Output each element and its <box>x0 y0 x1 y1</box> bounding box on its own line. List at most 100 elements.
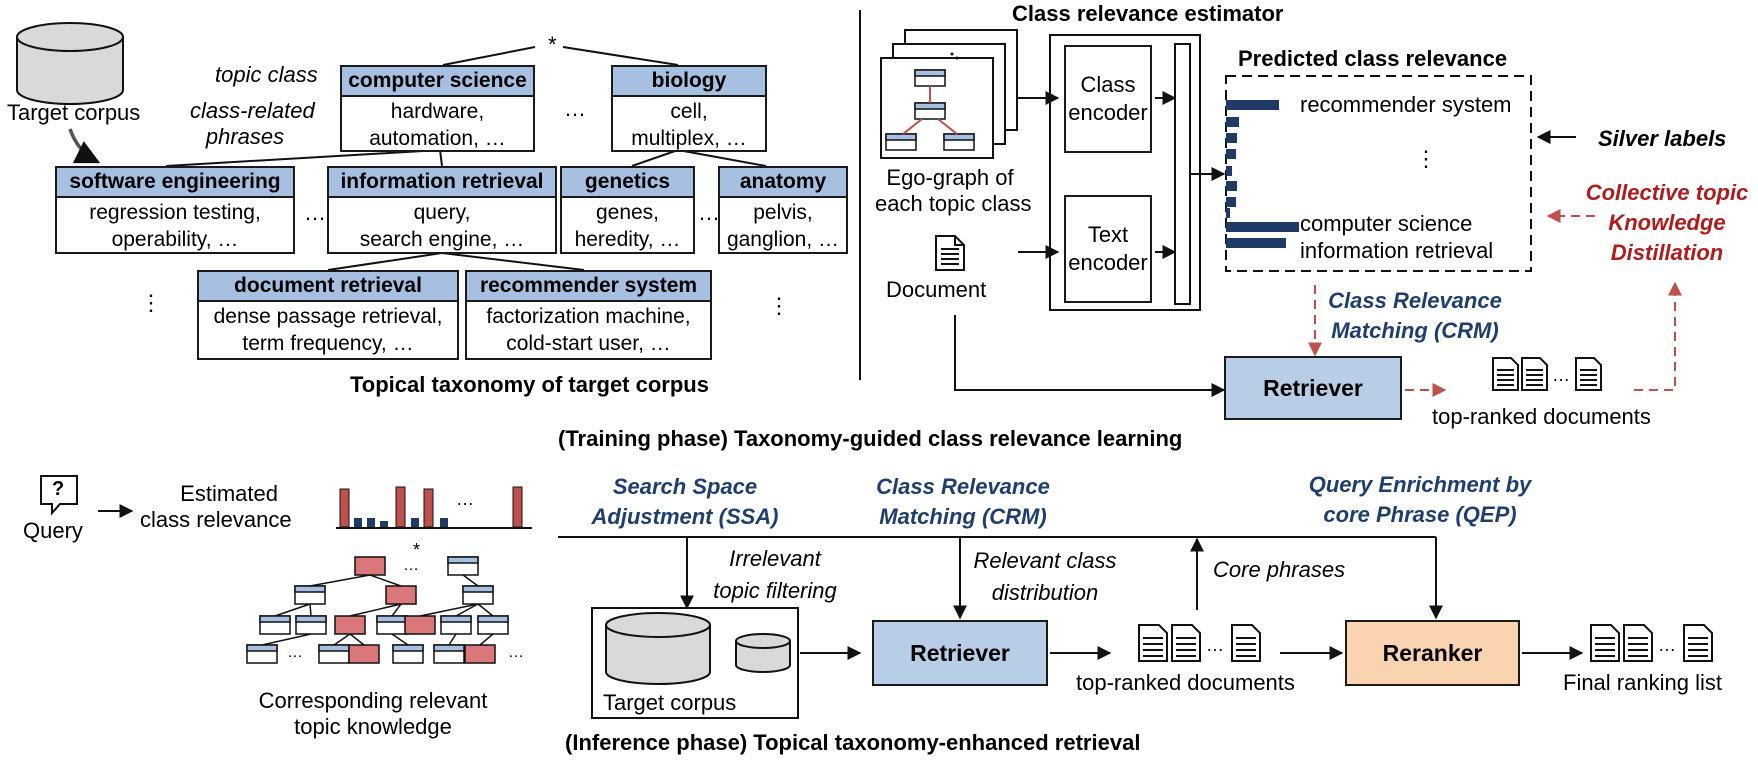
pred-item-cs: computer science <box>1300 211 1473 236</box>
predicted-relevance-bar <box>1226 100 1279 110</box>
estimated-relevance-bar <box>354 518 362 527</box>
core-phrases-label: Core phrases <box>1213 557 1346 582</box>
taxonomy-edges <box>165 46 767 271</box>
topic-node <box>259 615 291 635</box>
document-label: Document <box>886 277 987 302</box>
doc-ellipsis: … <box>1658 635 1676 655</box>
bars-ellipsis: … <box>456 489 474 509</box>
final-list-docs-icon <box>1590 624 1716 667</box>
topic-node <box>376 615 408 635</box>
topic-node <box>447 556 479 576</box>
taxonomy-root: * <box>548 32 557 57</box>
inference-phase-caption: (Inference phase) Topical taxonomy-enhan… <box>565 730 1141 755</box>
estimated-relevance-bar <box>423 488 434 528</box>
document-to-retriever-arrow <box>954 315 1226 397</box>
doc-ellipsis: … <box>1206 635 1224 655</box>
training-retriever: Retriever <box>1224 356 1402 420</box>
topic-node <box>392 644 424 664</box>
inference-top-ranked-label: top-ranked documents <box>1076 670 1295 695</box>
node-document-retrieval: document retrieval dense passage retriev… <box>197 270 459 360</box>
filtered-corpus-cylinder <box>735 633 791 673</box>
predicted-relevance-bar <box>1226 166 1232 176</box>
pred-item-ir: information retrieval <box>1300 238 1494 263</box>
topic-node <box>294 585 326 605</box>
estimated-relevance-bar <box>380 521 388 527</box>
topic-node <box>318 644 350 664</box>
ctkd-dashed-arrow <box>1634 281 1682 391</box>
top-ranked-docs-icon <box>1492 357 1604 396</box>
vdots: ⋮ <box>140 290 162 315</box>
predicted-relevance-bar <box>1226 133 1237 143</box>
ellipsis: … <box>564 96 586 121</box>
relevant-topic-tree <box>246 556 509 664</box>
final-ranking-label: Final ranking list <box>1563 670 1722 695</box>
document-icon <box>935 235 965 276</box>
relevant-topic-node <box>348 644 380 664</box>
target-corpus-label: Target corpus <box>7 100 141 125</box>
node-genetics: genetics genes,heredity, … <box>560 166 695 254</box>
mini-tree-ellipsis: … <box>287 644 303 661</box>
estimator-frame <box>1049 34 1201 311</box>
node-computer-science: computer science hardware,automation, … <box>340 65 535 152</box>
relevant-topic-node <box>334 615 366 635</box>
target-corpus-cylinder <box>16 22 124 105</box>
estimator-title: Class relevance estimator <box>1012 1 1284 26</box>
mini-tree-root: * <box>413 540 421 560</box>
query-label: Query <box>23 518 83 543</box>
estimated-relevance-bars <box>339 486 523 528</box>
pred-vdots: ⋮ <box>1415 146 1437 171</box>
ego-graph-front <box>885 69 975 151</box>
mini-tree-ellipsis: … <box>508 644 524 661</box>
topic-node <box>440 615 472 635</box>
inference-retriever: Retriever <box>872 620 1048 686</box>
estimated-relevance-bar <box>411 518 419 527</box>
topic-node <box>433 644 465 664</box>
relevant-topic-node <box>464 644 496 664</box>
relevant-topic-node <box>354 556 386 576</box>
ego-graph-dots <box>950 52 959 60</box>
predicted-relevance-bar <box>1226 149 1236 159</box>
node-anatomy: anatomy pelvis,ganglion, … <box>718 166 848 254</box>
estimated-relevance-bar <box>512 486 523 528</box>
estimated-relevance-bar <box>339 488 350 528</box>
predicted-relevance-bar <box>1226 222 1299 232</box>
node-recommender-system: recommender system factorization machine… <box>465 270 712 360</box>
topic-node <box>295 615 327 635</box>
estimated-relevance-bar <box>395 486 406 528</box>
topic-node <box>477 615 509 635</box>
fusion-bar <box>1174 43 1191 305</box>
pred-item-recommender: recommender system <box>1300 92 1512 117</box>
node-biology: biology cell,multiplex, … <box>611 65 767 152</box>
inference-corpus-label: Target corpus <box>603 690 737 715</box>
predicted-relevance-bar <box>1226 197 1236 207</box>
inference-top-docs-icon <box>1138 624 1264 667</box>
reranker: Reranker <box>1345 620 1520 686</box>
training-top-ranked-label: top-ranked documents <box>1432 404 1651 429</box>
predicted-relevance-bars <box>1226 100 1299 248</box>
node-software-engineering: software engineering regression testing,… <box>55 166 295 254</box>
inference-corpus-cylinder <box>605 612 711 685</box>
relevant-topic-node <box>385 585 417 605</box>
estimated-relevance-bar <box>440 518 448 527</box>
mini-tree-ellipsis: … <box>403 557 419 574</box>
training-phase-caption: (Training phase) Taxonomy-guided class r… <box>558 426 1183 451</box>
vdots: ⋮ <box>768 293 790 318</box>
estimated-relevance-bar <box>367 518 375 527</box>
predicted-relevance-bar <box>1226 181 1237 191</box>
query-icon-mark: ? <box>52 478 65 500</box>
topic-class-label: topic class <box>215 62 318 87</box>
ellipsis: … <box>698 200 720 225</box>
topic-node <box>246 644 278 664</box>
silver-labels: Silver labels <box>1598 126 1727 151</box>
